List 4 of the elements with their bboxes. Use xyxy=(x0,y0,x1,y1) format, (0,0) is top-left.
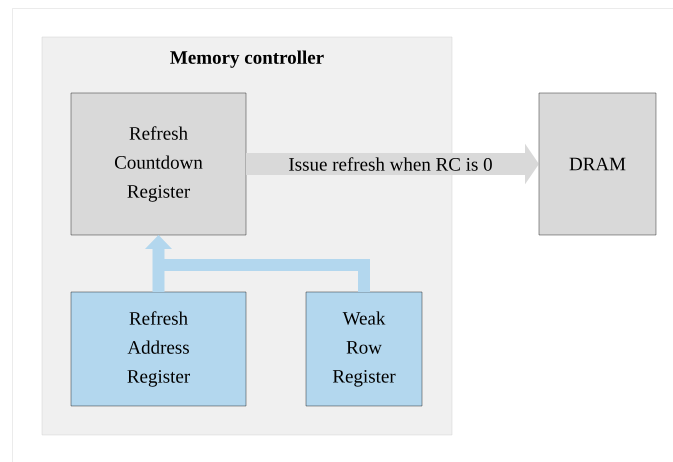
register-box: Refresh Countdown Register xyxy=(70,92,246,236)
register-box: Weak Row Register xyxy=(306,292,422,406)
register-box: Refresh Address Register xyxy=(70,292,246,406)
memory-box: DRAM xyxy=(538,92,656,236)
